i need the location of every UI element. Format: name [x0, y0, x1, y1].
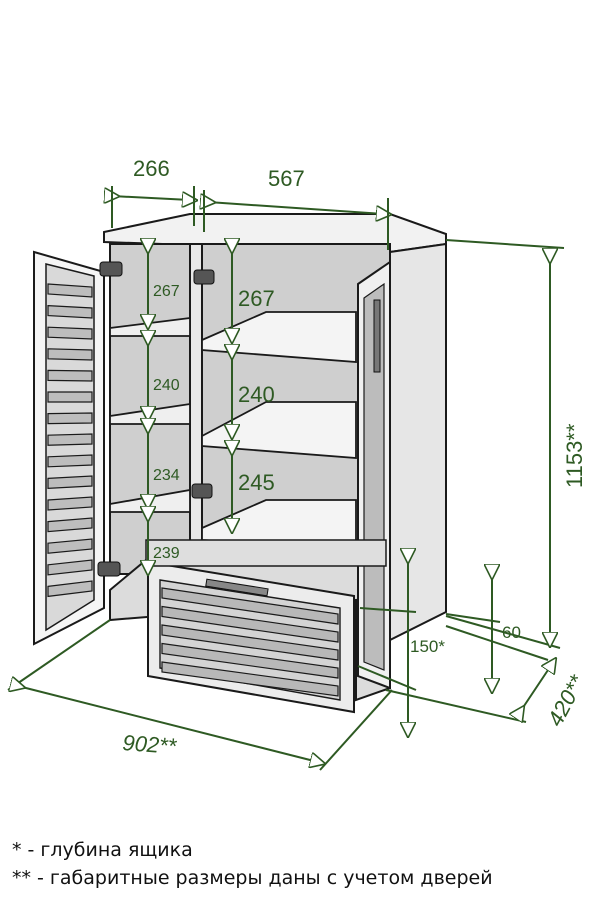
dim-label-right-gap-2: 240 — [238, 382, 275, 407]
louver-slat — [47, 475, 93, 490]
dim-label-total-depth: 420** — [542, 670, 590, 731]
dim-ext-h-top — [445, 239, 565, 249]
drawer-side — [145, 539, 387, 567]
right-shelves — [201, 311, 357, 549]
louver-slat — [47, 559, 93, 576]
louver-slat — [47, 369, 93, 382]
dim-label-right-gap-3: 245 — [238, 470, 275, 495]
louver-slat — [47, 454, 93, 468]
middle-partition — [189, 243, 203, 561]
dim-label-drawer-depth: 150* — [410, 637, 445, 656]
dim-label-right-gap-1: 267 — [238, 286, 275, 311]
left-door-inner — [45, 263, 95, 632]
louver-slat — [47, 283, 93, 298]
louver-slat — [47, 304, 93, 319]
louver-slat — [47, 517, 93, 533]
footnote-overall-dimensions: ** - габаритные размеры даны с учетом дв… — [12, 867, 493, 889]
drawer-slat — [161, 587, 339, 625]
left-door-louvers — [47, 283, 93, 598]
louver-slat — [47, 580, 93, 598]
footnotes: * - глубина ящика ** - габаритные размер… — [12, 836, 592, 892]
dim-ext-902-right — [319, 689, 393, 771]
drawer-slat — [161, 624, 339, 661]
dim-line-567 — [208, 202, 384, 214]
drawer-handle — [205, 578, 269, 597]
hinge-mid-top — [193, 269, 215, 285]
left-louver-door — [33, 250, 105, 646]
right-shelf-1 — [201, 311, 357, 363]
louver-slat — [47, 326, 93, 340]
louver-slat — [47, 496, 93, 511]
right-shelf-2 — [201, 401, 357, 459]
dim-label-left-gap-4: 239 — [153, 545, 180, 562]
dim-line-266 — [112, 196, 190, 200]
dim-label-total-width: 902** — [122, 730, 179, 759]
dim-label-left-gap-3: 234 — [153, 467, 180, 484]
dim-label-left-gap-1: 267 — [153, 283, 180, 300]
louver-slat — [47, 391, 93, 403]
louver-slat — [47, 348, 93, 361]
dim-line-420 — [520, 664, 552, 712]
dim-ext-h-bot — [445, 615, 561, 649]
right-shelf-3 — [201, 499, 357, 549]
dim-label-left-width: 266 — [133, 156, 170, 181]
drawer-slat — [161, 605, 339, 643]
drawer-slat — [161, 642, 339, 679]
footnote-drawer-depth: * - глубина ящика — [12, 839, 193, 861]
drawer — [145, 539, 387, 714]
hinge-mid-bottom — [191, 483, 213, 499]
dim-line-902 — [18, 686, 318, 762]
right-door-handle — [373, 299, 381, 373]
dimension-lines — [7, 186, 565, 771]
louver-slat — [47, 412, 93, 425]
dim-label-left-gap-2: 240 — [153, 377, 180, 394]
dim-label-plinth: 60 — [502, 623, 521, 642]
dim-label-total-height: 1153** — [562, 423, 587, 488]
hinge-left-top — [99, 261, 123, 277]
dim-label-right-width: 567 — [268, 166, 305, 191]
right-side-panel — [389, 242, 447, 642]
hinges — [97, 261, 215, 577]
hinge-left-bottom — [97, 561, 121, 577]
louver-slat — [47, 538, 93, 554]
louver-slat — [47, 433, 93, 446]
right-glass-door — [357, 260, 391, 690]
